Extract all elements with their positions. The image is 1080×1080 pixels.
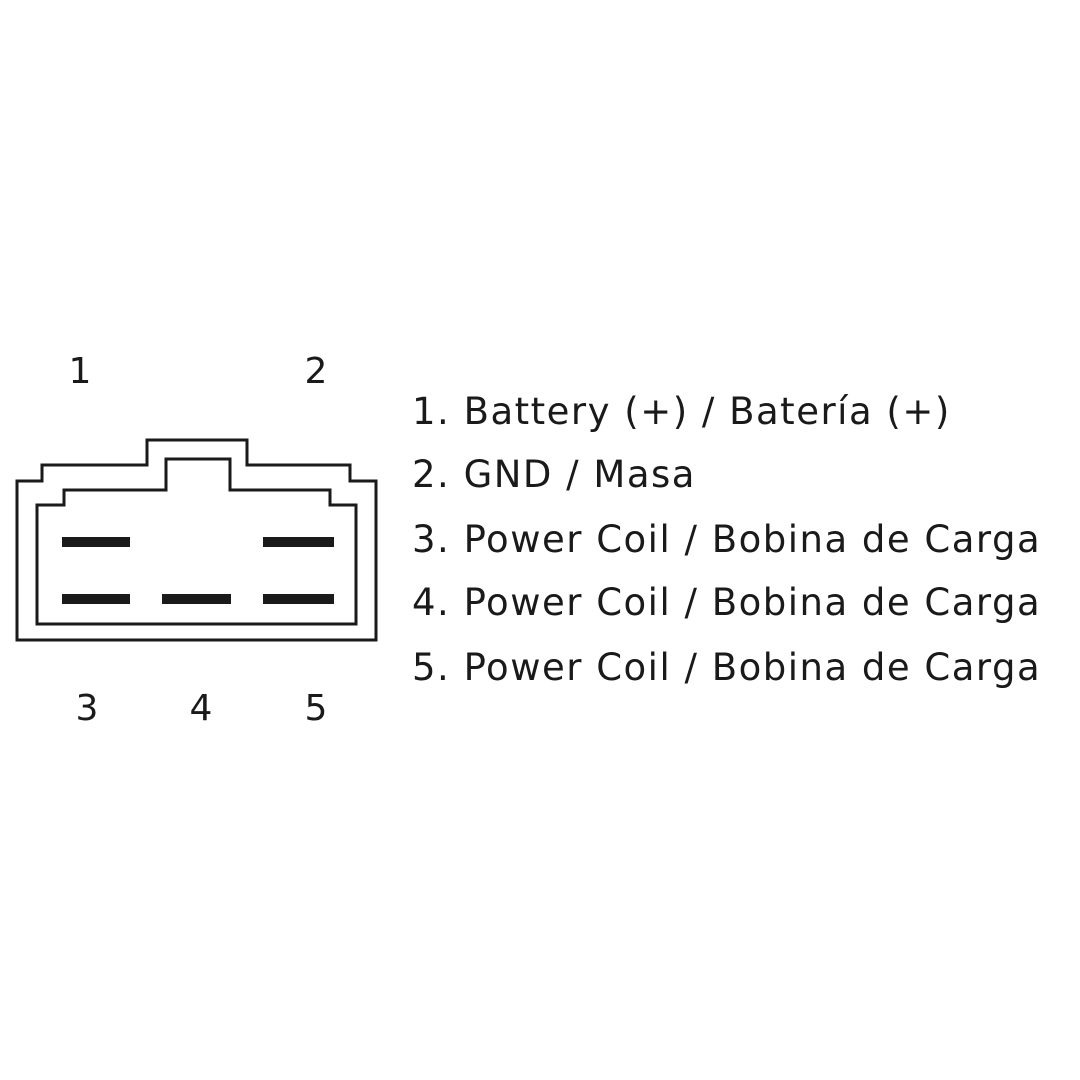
terminal-4: [162, 594, 231, 604]
legend-item-2: 2. GND / Masa: [412, 453, 696, 496]
connector-housing-outer: [15, 438, 378, 642]
terminal-3: [62, 594, 130, 604]
legend-item-5: 5. Power Coil / Bobina de Carga: [412, 646, 1041, 689]
connector-housing-inner: [35, 457, 358, 626]
terminal-5: [263, 594, 334, 604]
legend-item-1: 1. Battery (+) / Batería (+): [412, 390, 951, 433]
pin-label-1: 1: [69, 351, 92, 392]
legend-item-4: 4. Power Coil / Bobina de Carga: [412, 581, 1041, 624]
pin-label-3: 3: [76, 688, 99, 729]
terminal-2: [263, 537, 334, 547]
terminal-1: [62, 537, 130, 547]
pin-label-2: 2: [305, 351, 328, 392]
pin-label-4: 4: [190, 688, 213, 729]
legend-item-3: 3. Power Coil / Bobina de Carga: [412, 518, 1041, 561]
pin-label-5: 5: [305, 688, 328, 729]
